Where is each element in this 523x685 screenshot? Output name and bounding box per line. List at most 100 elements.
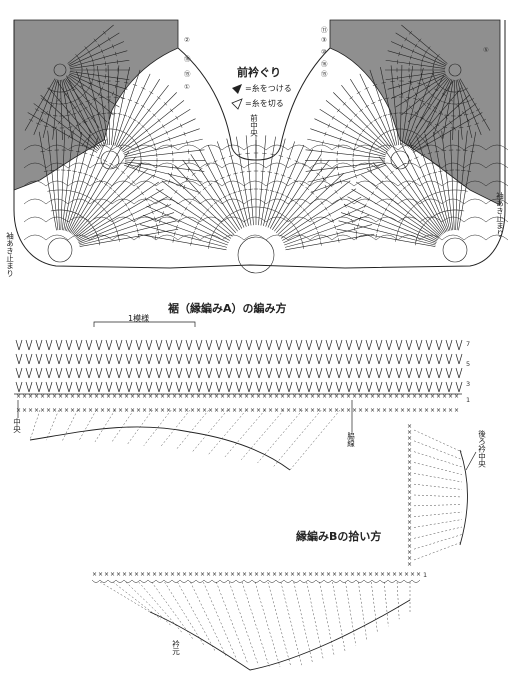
yoke-stitch: [356, 137, 359, 142]
hem-stitch: [55, 381, 60, 393]
yoke-stitch: [314, 118, 387, 154]
hem-stitch: [328, 367, 333, 379]
yoke-stitch: [117, 193, 121, 198]
hem-stitch: [438, 339, 443, 351]
yoke-stitch: [280, 188, 357, 239]
yoke-stitch: [50, 104, 54, 108]
yoke-stitch: [170, 143, 173, 149]
yoke-stitch: [161, 211, 165, 216]
hem-stitch: [355, 367, 360, 379]
yoke-stitch: [369, 121, 373, 125]
edge-b-bottom-x: ×: [110, 571, 115, 578]
hem-stitch: [405, 381, 410, 393]
edge-b-bottom-x: ×: [266, 571, 271, 578]
yoke-stitch: [77, 171, 83, 174]
hem-chain-x: ×: [190, 407, 195, 414]
hem-pickup-line: [111, 409, 134, 444]
yoke-stitch: [437, 191, 443, 193]
hem-stitch: [358, 381, 363, 393]
yoke-scallop: [111, 234, 135, 241]
yoke-stitch: [138, 233, 140, 239]
yoke-stitch: [459, 209, 465, 212]
yoke-stitch: [382, 212, 385, 217]
yoke-scallop: [221, 180, 245, 187]
edge-b-side-x: ×: [407, 507, 412, 514]
edge-b-row-1: 1: [423, 571, 428, 579]
yoke-stitch: [390, 170, 394, 174]
yoke-stitch: [424, 133, 451, 231]
edge-b-bottom-x: ×: [128, 571, 133, 578]
yoke-stitch: [114, 83, 117, 89]
hem-chain-x: ×: [352, 407, 357, 414]
yoke-stitch: [67, 126, 73, 128]
hem-stitch: [228, 367, 233, 379]
hem-stitch: [238, 381, 243, 393]
hem-chain-x: ×: [46, 407, 51, 414]
yoke-stitch: [378, 222, 380, 228]
hem-stitch: [178, 367, 183, 379]
hem-stitch: [308, 367, 313, 379]
hem-stitch: [115, 367, 120, 379]
edge-b-scallop: [363, 579, 373, 583]
yoke-stitch: [127, 207, 131, 212]
hem-stitch: [205, 339, 210, 351]
hem-chain-x: ×: [94, 393, 99, 400]
yoke-stitch: [152, 113, 156, 117]
hem-chain-x: ×: [238, 393, 243, 400]
yoke-stitch: [395, 75, 447, 108]
hem-chain-x: ×: [202, 407, 207, 414]
yoke-stitch: [274, 172, 279, 175]
yoke-stitch: [127, 99, 133, 102]
yoke-stitch: [279, 180, 351, 237]
yoke-stitch: [97, 92, 101, 97]
yoke-stitch: [397, 75, 399, 81]
yoke-stitch: [385, 59, 446, 69]
hem-stitch: [215, 381, 220, 393]
yoke-stitch: [422, 197, 427, 200]
hem-stitch: [285, 381, 290, 393]
hem-stitch: [275, 367, 280, 379]
yoke-stitch: [315, 225, 318, 231]
hem-stitch: [375, 381, 380, 393]
hem-stitch: [268, 353, 273, 365]
hem-stitch: [325, 381, 330, 393]
hem-stitch: [328, 339, 333, 351]
yoke-stitch: [418, 38, 422, 43]
yoke-stitch: [179, 183, 184, 188]
yoke-stitch: [242, 189, 248, 191]
yoke-stitch: [395, 32, 447, 65]
hem-stitch: [125, 339, 130, 351]
hem-stitch: [58, 339, 63, 351]
hem-stitch: [185, 367, 190, 379]
yoke-stitch: [432, 110, 437, 113]
yoke-stitch: [414, 156, 419, 159]
yoke-stitch: [421, 77, 424, 82]
hem-stitch: [288, 381, 293, 393]
yoke-stitch: [384, 97, 390, 100]
yoke-stitch: [174, 166, 237, 234]
yoke-stitch: [121, 170, 125, 174]
hem-pickup-line: [208, 409, 247, 455]
hem-stitch: [25, 353, 30, 365]
hem-stitch: [158, 367, 163, 379]
hem-stitch: [135, 353, 140, 365]
yoke-stitch: [198, 149, 243, 229]
hem-stitch: [435, 367, 440, 379]
yoke-stitch: [64, 92, 68, 96]
edge-b-side-x: ×: [407, 483, 412, 490]
hem-stitch: [445, 381, 450, 393]
yoke-stitch: [302, 163, 307, 167]
hem-chain-x: ×: [400, 393, 405, 400]
yoke-stitch: [138, 168, 141, 173]
hem-stitch: [445, 339, 450, 351]
yoke-stitch: [186, 140, 188, 145]
yoke-stitch: [359, 73, 394, 147]
yoke-stitch: [434, 151, 440, 153]
hem-stitch: [258, 353, 263, 365]
yoke-stitch: [401, 65, 414, 146]
hem-chain-x: ×: [352, 393, 357, 400]
hem-stitch: [335, 339, 340, 351]
yoke-stitch: [72, 191, 78, 193]
yoke-stitch: [118, 237, 120, 242]
yoke-stitch: [379, 156, 443, 235]
